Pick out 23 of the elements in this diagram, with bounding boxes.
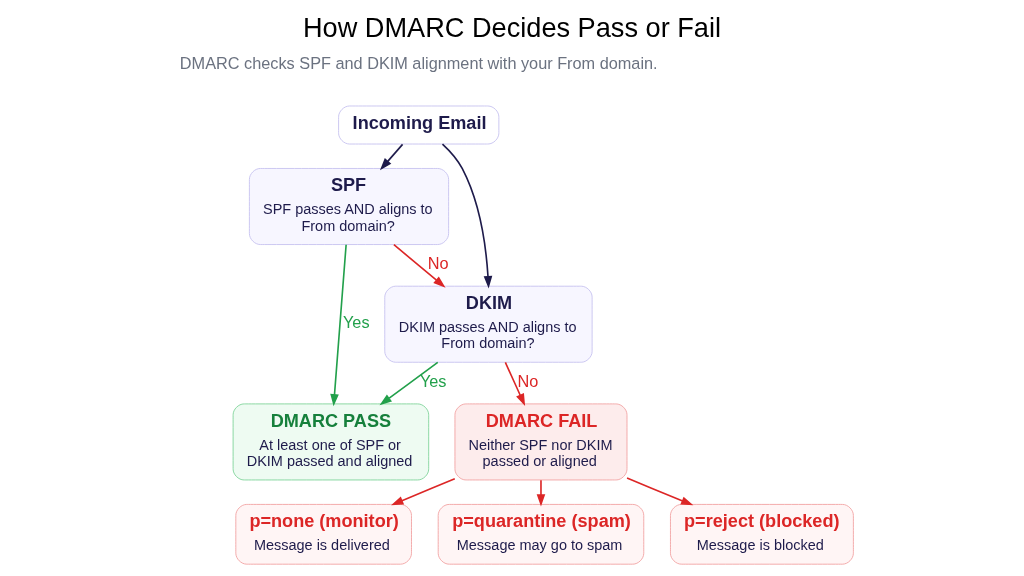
arrow xyxy=(504,361,526,407)
diagram-title: How DMARC Decides Pass or Fail xyxy=(302,12,722,44)
arrow xyxy=(379,361,439,406)
edge-label: No xyxy=(517,372,539,391)
edge-label: No xyxy=(427,254,449,273)
edge-label: Yes xyxy=(419,372,447,391)
arrow xyxy=(379,143,404,171)
arrow xyxy=(330,243,347,407)
arrow xyxy=(393,243,446,288)
arrow xyxy=(626,477,694,506)
node-box: DMARC FAIL Neither SPF nor DKIM passed or aligned xyxy=(454,403,628,481)
edge-label: Yes xyxy=(342,313,370,332)
node-box: DMARC PASS At least one of SPF or DKIM passed and aligned xyxy=(232,403,430,481)
arrow xyxy=(441,143,493,289)
node-box: p=none (monitor) Message is delivered xyxy=(235,503,412,565)
node-box: p=quarantine (spam) Message may go to spam xyxy=(437,503,645,565)
node-box: SPF SPF passes AND aligns to From domain? xyxy=(248,168,450,245)
node-box: Incoming Email xyxy=(338,105,500,145)
node-box: p=reject (blocked) Message is blocked xyxy=(670,503,854,565)
arrow xyxy=(536,479,546,507)
label: DMARC checks SPF and DKIM alignment with your From domain. xyxy=(179,54,658,73)
node-box: DKIM DKIM passes AND aligns to From domain? xyxy=(384,285,593,363)
arrow xyxy=(391,477,456,506)
